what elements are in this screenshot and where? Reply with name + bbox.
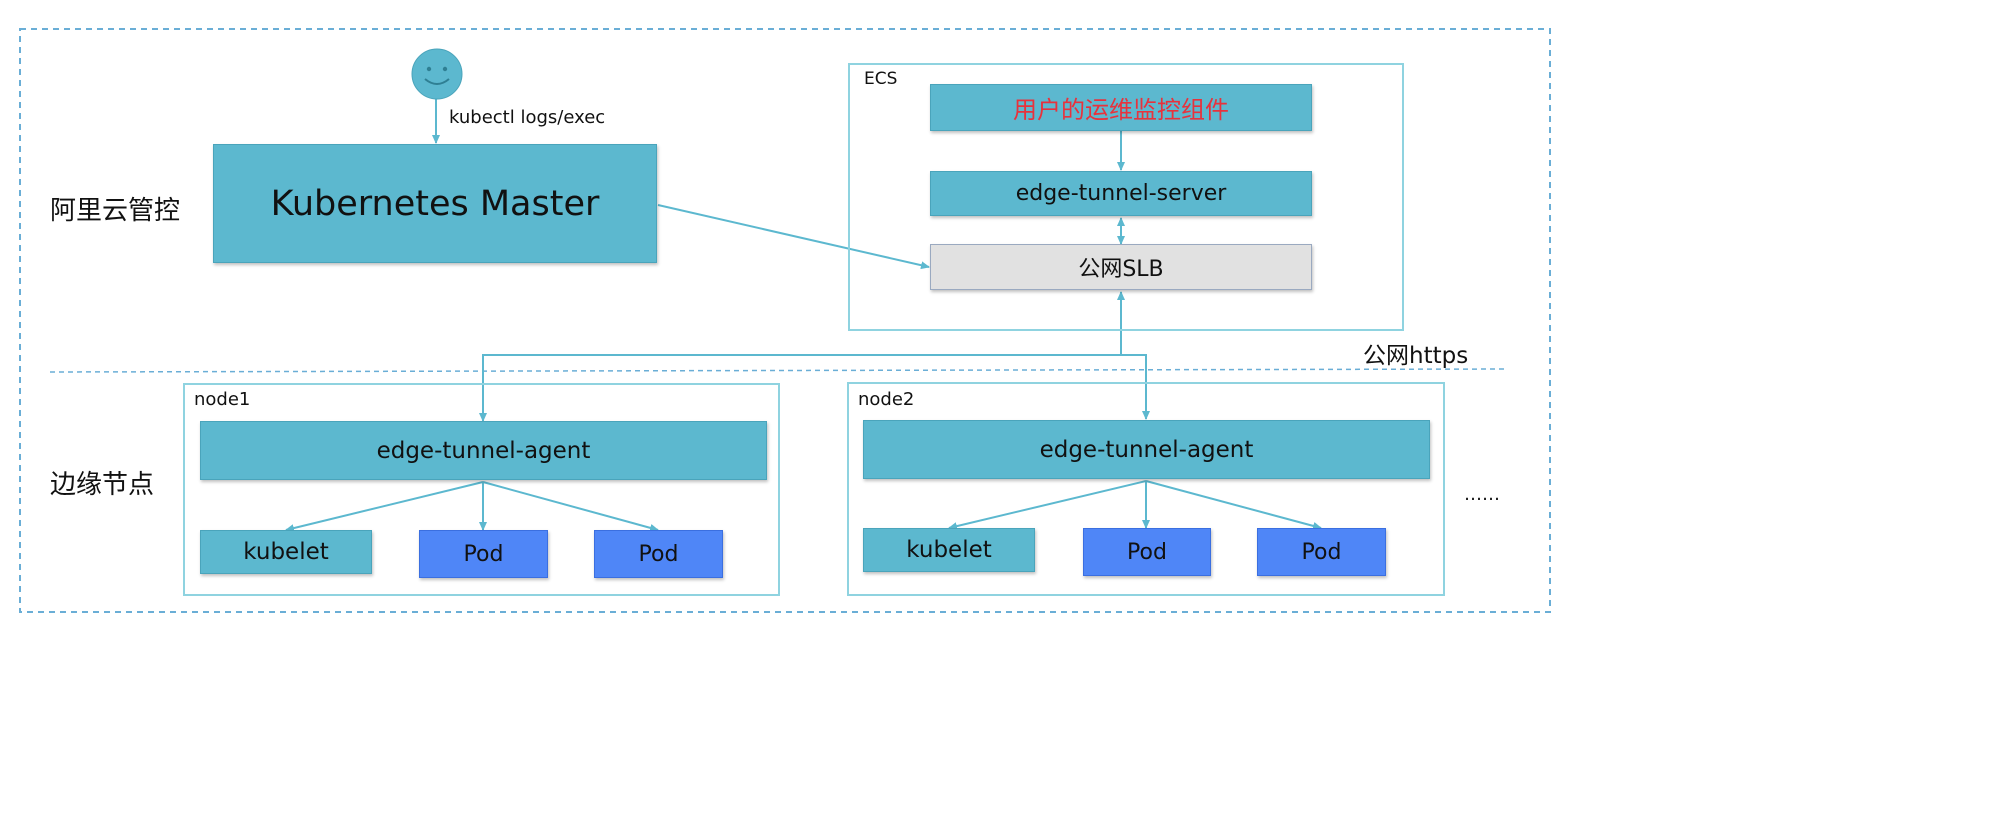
arrow-master-to-slb — [657, 204, 930, 270]
outer-dashed-border — [19, 28, 1551, 613]
node1-pod-label: Pod — [638, 541, 679, 567]
diagram-canvas: { "zones": { "cloud": "阿里云管控", "edge": "… — [19, 28, 1551, 613]
zone-label-edge: 边缘节点 — [50, 470, 155, 500]
arrow-node1-agent-to-kubelet — [285, 481, 484, 532]
node2-pod-label: Pod — [1301, 539, 1342, 565]
more-nodes-ellipsis: …… — [1464, 484, 1500, 505]
arrow-node2-agent-to-pod2 — [1145, 480, 1322, 530]
edge-tunnel-server-box: edge-tunnel-server — [930, 171, 1312, 216]
node1-kubelet-label: kubelet — [243, 539, 329, 565]
zone-label-cloud: 阿里云管控 — [50, 196, 181, 226]
public-slb-box: 公网SLB — [930, 244, 1312, 290]
edge-tunnel-server-label: edge-tunnel-server — [1015, 181, 1227, 206]
connector-layer — [19, 28, 1551, 613]
arrow-node1-agent-to-pod2 — [482, 481, 659, 532]
node1-edge-tunnel-agent-label: edge-tunnel-agent — [376, 437, 591, 464]
node1-pod-label: Pod — [463, 541, 504, 567]
line-slb-to-node2 — [1121, 354, 1150, 420]
public-slb-label: 公网SLB — [1078, 257, 1164, 282]
node2-title: node2 — [858, 389, 915, 410]
arrow-node2-agent-to-kubelet — [948, 480, 1147, 531]
node2-kubelet-label: kubelet — [906, 537, 992, 563]
kubernetes-master-label: Kubernetes Master — [270, 183, 600, 224]
smiley-face-icon — [411, 48, 463, 100]
line-slb-to-node1 — [479, 354, 1121, 422]
node2-kubelet-box: kubelet — [863, 528, 1035, 572]
node2-pod-box: Pod — [1083, 528, 1211, 576]
node1-edge-tunnel-agent-box: edge-tunnel-agent — [200, 421, 767, 480]
public-https-label: 公网https — [1363, 343, 1469, 369]
node2-frame — [847, 382, 1445, 596]
node1-frame — [183, 383, 780, 596]
node2-pod-box: Pod — [1257, 528, 1386, 576]
zone-divider — [49, 368, 1509, 373]
node1-pod-box: Pod — [419, 530, 548, 578]
user-command-label: kubectl logs/exec — [449, 107, 606, 128]
node2-edge-tunnel-agent-label: edge-tunnel-agent — [1039, 436, 1254, 463]
node1-pod-box: Pod — [594, 530, 723, 578]
ecs-frame — [848, 63, 1404, 331]
node2-pod-label: Pod — [1127, 539, 1167, 565]
ops-monitoring-component-label: 用户的运维监控组件 — [1013, 96, 1229, 124]
kubernetes-master-box: Kubernetes Master — [213, 144, 657, 263]
ecs-title: ECS — [864, 69, 898, 89]
node2-edge-tunnel-agent-box: edge-tunnel-agent — [863, 420, 1430, 479]
node1-kubelet-box: kubelet — [200, 530, 372, 574]
ops-monitoring-component-box: 用户的运维监控组件 — [930, 84, 1312, 131]
node1-title: node1 — [194, 389, 251, 410]
